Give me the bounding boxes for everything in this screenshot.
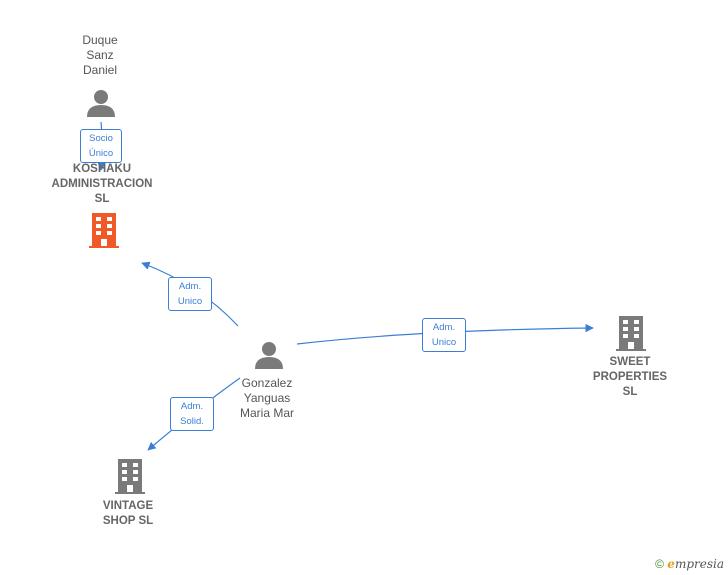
person-icon[interactable]: [86, 88, 116, 118]
edge-label-adm-solid: Adm. Solid.: [170, 397, 214, 431]
node-label-duque[interactable]: Duque Sanz Daniel: [82, 33, 118, 77]
building-icon[interactable]: [89, 212, 119, 248]
person-icon[interactable]: [254, 340, 284, 370]
edge-label-adm-unico-sweet: Adm. Unico: [422, 318, 466, 352]
node-label-vintage[interactable]: VINTAGE SHOP SL: [102, 500, 154, 527]
edge-label-adm-unico-koshaku: Adm. Unico: [168, 277, 212, 311]
node-label-koshaku[interactable]: KOSHAKU ADMINISTRACION SL: [51, 163, 153, 205]
brand-name: mpresia: [674, 557, 724, 571]
brand-footer: © empresia: [655, 557, 724, 571]
node-label-sweet[interactable]: SWEET PROPERTIES SL: [592, 356, 668, 398]
node-label-gonzalez[interactable]: Gonzalez Yanguas Maria Mar: [239, 376, 295, 420]
building-icon[interactable]: [616, 315, 646, 351]
copyright-icon: ©: [655, 557, 664, 571]
brand-initial: e: [667, 557, 675, 571]
edge-label-socio-unico: Socio Único: [80, 129, 122, 163]
building-icon[interactable]: [115, 458, 145, 494]
